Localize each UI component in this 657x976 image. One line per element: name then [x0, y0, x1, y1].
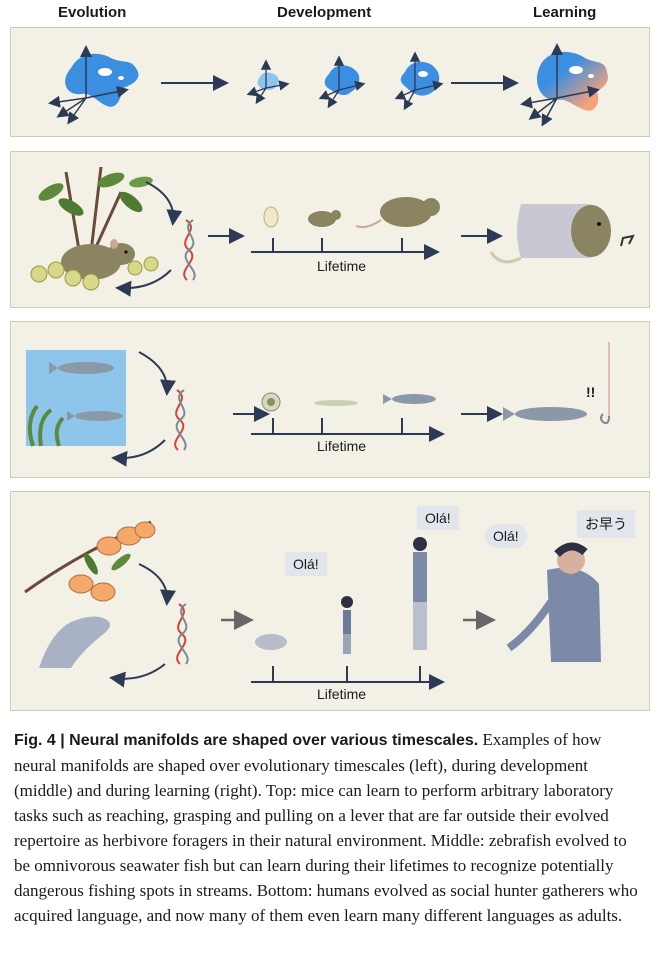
- figure-title: Neural manifolds are shaped over various…: [69, 732, 479, 749]
- human-timeline: [251, 537, 445, 690]
- human-panel: Lifetime Olá! Olá! Olá! お早う: [10, 491, 650, 711]
- fishing-hook-icon: [600, 413, 610, 425]
- dna-icon: [176, 603, 189, 665]
- child-speech-bubble: Olá!: [285, 552, 327, 576]
- thought-bubble: Olá!: [485, 524, 527, 548]
- hand-picking-fruit: [24, 520, 156, 668]
- figure-label: Fig. 4 |: [14, 732, 70, 749]
- zebrafish-in-sea: [26, 350, 126, 447]
- cycle-arrow-back: [111, 439, 166, 467]
- human-illustration: [24, 520, 601, 690]
- dna-icon: [183, 219, 196, 281]
- learning-manifold: [520, 43, 608, 127]
- zebrafish-timeline: [251, 392, 445, 442]
- adult-learning-language: [506, 542, 601, 662]
- adult-speech-bubble: Olá!: [417, 506, 459, 530]
- figure-caption: Fig. 4 | Neural manifolds are shaped ove…: [14, 727, 644, 928]
- manifold-illustration: [48, 43, 608, 127]
- mouse-timeline: [251, 197, 440, 260]
- figure-body: Examples of how neural manifolds are sha…: [14, 730, 638, 925]
- mouse-in-nature: [30, 166, 159, 291]
- cycle-arrow-down: [138, 351, 176, 396]
- zebrafish-timeline-label: Lifetime: [317, 438, 367, 454]
- evolution-header: Evolution: [58, 4, 127, 21]
- development-manifold-large: [394, 51, 444, 111]
- japanese-speech-bubble: お早う: [577, 510, 635, 538]
- dna-icon: [174, 389, 187, 451]
- evolution-manifold: [48, 45, 139, 125]
- learning-header: Learning: [533, 4, 597, 21]
- mouse-in-tube-with-lever: [489, 204, 635, 264]
- mouse-panel: Lifetime: [10, 151, 650, 308]
- human-timeline-label: Lifetime: [317, 686, 367, 702]
- development-header: Development: [277, 4, 372, 21]
- zebrafish-panel: Lifetime !!: [10, 321, 650, 478]
- cycle-arrow-down: [138, 563, 176, 606]
- mouse-timeline-label: Lifetime: [317, 258, 367, 274]
- alert-mark: !!: [586, 384, 596, 400]
- zebrafish-illustration: [26, 342, 610, 467]
- development-manifold-small: [246, 59, 290, 105]
- mouse-illustration: [30, 166, 635, 297]
- cycle-arrow-back: [109, 663, 166, 688]
- development-manifold-medium: [318, 55, 366, 109]
- cycle-arrow-down: [145, 181, 183, 226]
- manifold-panel: [10, 27, 650, 137]
- cycle-arrow-back: [115, 269, 172, 297]
- zebrafish-avoiding-hook: [503, 342, 610, 425]
